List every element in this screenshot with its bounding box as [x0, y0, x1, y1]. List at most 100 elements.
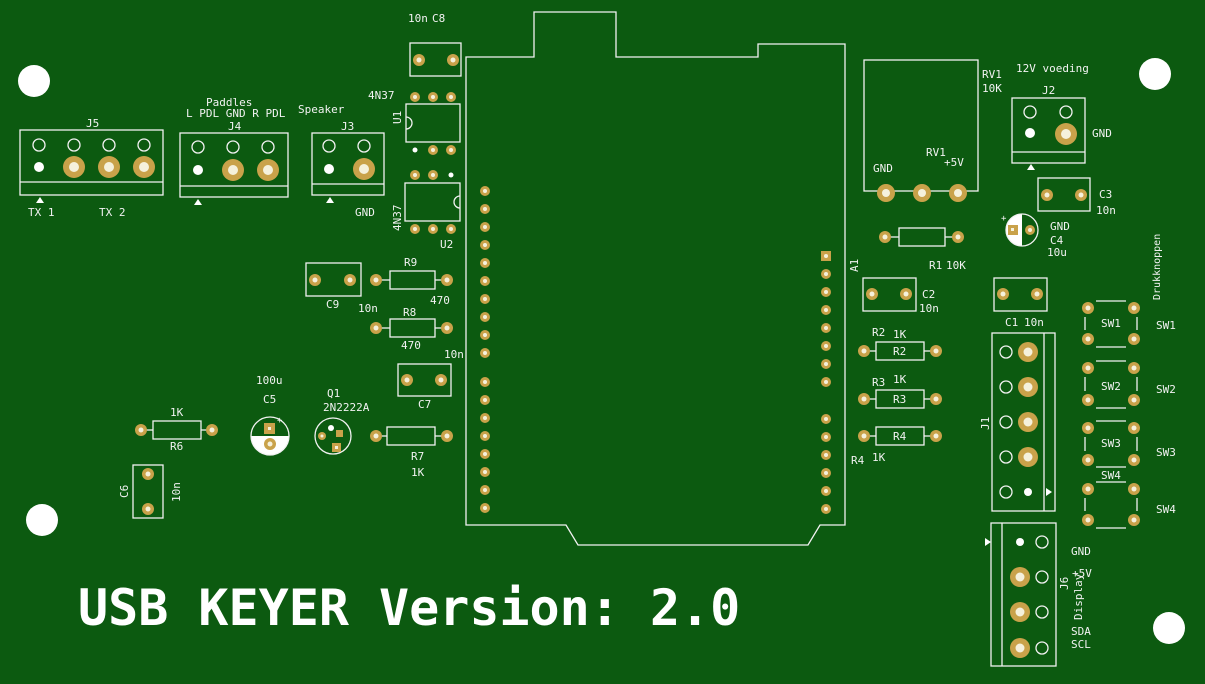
rv1-gnd-label: GND	[873, 162, 893, 175]
a1-pad-hole	[824, 254, 828, 258]
a1-pad-hole	[483, 315, 487, 319]
r7-ref: R7	[411, 450, 424, 463]
r8-ref: R8	[403, 306, 416, 319]
a1-pad-hole	[483, 380, 487, 384]
c8-value: 10n	[408, 12, 428, 25]
j4-ref: J4	[228, 120, 242, 133]
c9-value: 10n	[358, 302, 378, 315]
sw3-side-label: SW3	[1156, 446, 1176, 459]
j2-gnd-label: GND	[1092, 127, 1112, 140]
a1-pad-hole	[483, 452, 487, 456]
sw1-ref: SW1	[1101, 317, 1121, 330]
resistor-r7: R7 1K	[370, 426, 453, 479]
c4-value: 10u	[1047, 246, 1067, 259]
a1-left-header	[480, 186, 490, 513]
c5-value: 100u	[256, 374, 283, 387]
resistor-r9: R9 470	[370, 256, 453, 307]
j6-scl-label: SCL	[1071, 638, 1091, 651]
a1-pad-hole	[824, 290, 828, 294]
j1-ref: J1	[979, 417, 992, 430]
r2-ref: R2	[893, 345, 906, 358]
connector-j1: J1	[979, 332, 1056, 512]
switch-sw1: SW1 SW1	[1082, 300, 1176, 348]
a1-pad-hole	[824, 344, 828, 348]
capacitor-c6: C6 10n	[118, 464, 183, 519]
c1-value: 10n	[1024, 316, 1044, 329]
arduino-a1: A1	[465, 11, 861, 546]
c7-value: 10n	[444, 348, 464, 361]
c2-ref: C2	[922, 288, 935, 301]
c4-gnd-label: GND	[1050, 220, 1070, 233]
c1-ref: C1	[1005, 316, 1018, 329]
q1-type: 2N2222A	[323, 401, 370, 414]
c4-ref: C4	[1050, 234, 1064, 247]
r2-silk-ref: R2	[872, 326, 885, 339]
c6-value: 10n	[170, 482, 183, 502]
c7-ref: C7	[418, 398, 431, 411]
j2-title: 12V voeding	[1016, 62, 1089, 75]
j5-tx2-label: TX 2	[99, 206, 126, 219]
sw4-side-label: SW4	[1156, 503, 1176, 516]
a1-pad-hole	[483, 189, 487, 193]
a1-pad-hole	[824, 362, 828, 366]
c5-ref: C5	[263, 393, 276, 406]
arduino-outline	[465, 11, 846, 546]
a1-pad-hole	[483, 434, 487, 438]
r4-ref: R4	[893, 430, 907, 443]
drukknoppen-label: Drukknoppen	[1152, 234, 1163, 300]
connector-j3: Speaker J3 GND	[298, 103, 385, 219]
a1-pad-hole	[824, 417, 828, 421]
c6-ref: C6	[118, 485, 131, 498]
rv1-value: 10K	[982, 82, 1002, 95]
potentiometer-rv1: RV1 10K RV1 +5V GND	[863, 59, 1002, 202]
r6-ref: R6	[170, 440, 183, 453]
a1-pad-hole	[824, 453, 828, 457]
a1-pad-hole	[824, 380, 828, 384]
transistor-q1: Q1 2N2222A	[314, 387, 370, 455]
u2-type: 4N37	[391, 205, 404, 232]
j6-sda-label: SDA	[1071, 625, 1091, 638]
mounting-holes	[18, 58, 1185, 644]
a1-right-header	[821, 251, 831, 514]
j6-5v-label: +5V	[1072, 567, 1092, 580]
j4-outline	[179, 132, 289, 198]
capacitor-c1: C1 10n	[993, 277, 1048, 329]
c9-ref: C9	[326, 298, 339, 311]
connector-j5: J5 TX 1 TX 2	[19, 117, 164, 219]
a1-pad-hole	[824, 308, 828, 312]
a1-pad-hole	[824, 326, 828, 330]
j4-pins-label: L PDL GND R PDL	[186, 107, 286, 120]
capacitor-c8: 10n C8	[408, 12, 462, 77]
r3-silk-ref: R3	[872, 376, 885, 389]
svg-text:+: +	[277, 416, 283, 426]
a1-pad-hole	[483, 470, 487, 474]
u1-type: 4N37	[368, 89, 395, 102]
board-title: USB KEYER Version: 2.0	[78, 579, 740, 637]
j4-paddles-label: Paddles	[206, 96, 252, 109]
optocoupler-u2: 4N37 U2	[391, 170, 461, 251]
u1-ref: U1	[391, 111, 404, 124]
a1-pad-hole	[824, 471, 828, 475]
r1-value: 10K	[946, 259, 966, 272]
c2-value: 10n	[919, 302, 939, 315]
j3-ref: J3	[341, 120, 354, 133]
j5-ref: J5	[86, 117, 99, 130]
capacitor-c2: C2 10n	[862, 277, 939, 315]
j6-display-label: Display	[1072, 573, 1085, 620]
a1-pad-hole	[483, 243, 487, 247]
sw4-ref: SW4	[1101, 469, 1121, 482]
j3-outline	[311, 132, 385, 196]
a1-pad-hole	[483, 207, 487, 211]
a1-pad-hole	[824, 435, 828, 439]
connector-j2: 12V voeding J2 GND	[1011, 62, 1112, 170]
a1-ref: A1	[848, 259, 861, 272]
r2-value: 1K	[893, 328, 907, 341]
sw1-side-label: SW1	[1156, 319, 1176, 332]
c3-ref: C3	[1099, 188, 1112, 201]
svg-text:+: +	[1001, 214, 1007, 224]
switch-sw3: SW3 SW3	[1082, 420, 1176, 468]
optocoupler-u1: 4N37 U1	[368, 89, 461, 155]
capacitor-c4: + GND C4 10u	[1001, 213, 1070, 259]
resistor-r3: 1K R3 R3	[858, 373, 942, 409]
